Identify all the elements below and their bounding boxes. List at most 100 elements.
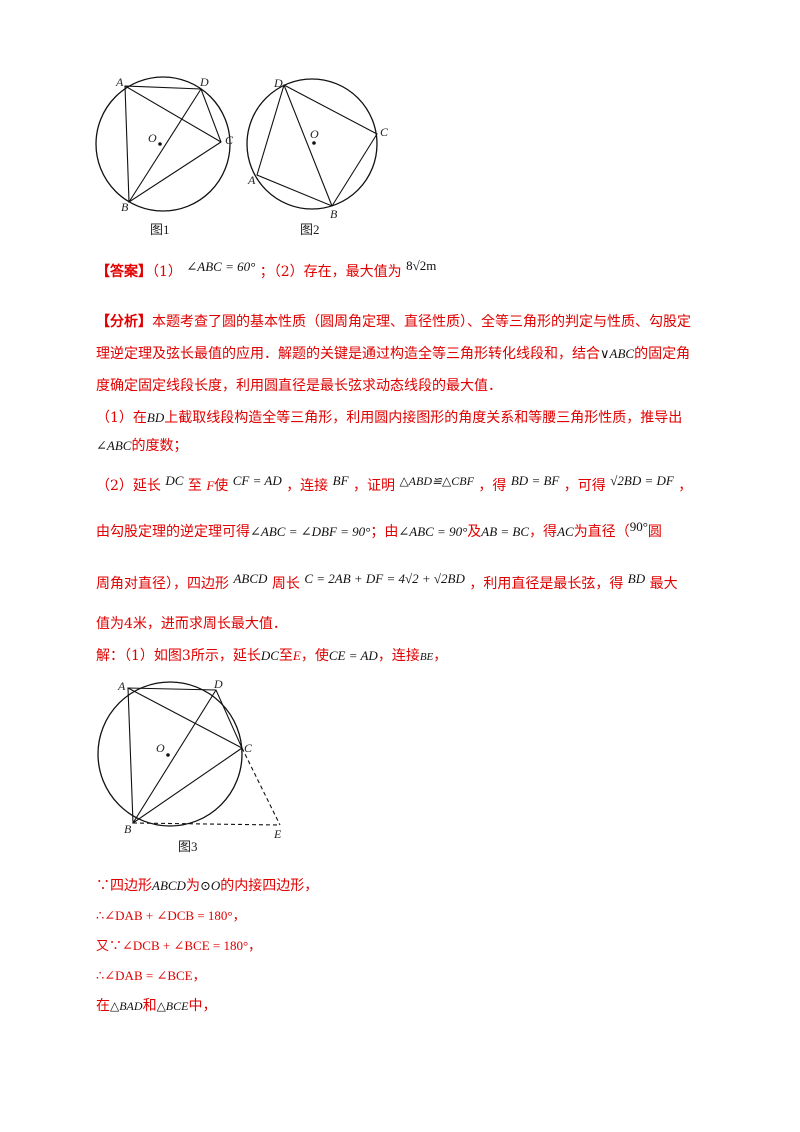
proof-1-circle-o: ⊙O: [199, 878, 221, 893]
fig3-caption: 图3: [178, 839, 198, 854]
step2-math-bd-bf: BD = BF: [510, 473, 560, 488]
step3-text-e: 为直径（: [573, 524, 630, 540]
analysis-step-1-cont: ∠ABC的度数；: [96, 436, 716, 456]
step2-text-c: 使: [214, 478, 229, 494]
solution-math-be: BE: [419, 651, 434, 663]
step3-text-f: 圆: [647, 524, 662, 540]
step2-text-h: ，: [678, 478, 693, 494]
analysis-text-2a: 理逆定理及弦长最值的应用．解题的关键是通过构造全等三角形转化线段和，结合: [96, 346, 600, 362]
step2-text-a: （2）延长: [96, 478, 161, 494]
solution-math-ce: CE = AD: [328, 648, 378, 663]
step1-text-b: 上截取线段构造全等三角形，利用圆内接图形的角度关系和等腰三角形性质，推导出: [164, 410, 683, 426]
analysis-step-2: （2）延长 DC 至 F使 CF = AD ，连接 BF ，证明 △ABD≌△C…: [96, 473, 716, 496]
fig2-label-a: A: [247, 173, 256, 187]
step4-math-perimeter: C = 2AB + DF = 4√2 + √2BD: [304, 571, 465, 586]
fig2-label-d: D: [273, 76, 283, 90]
fig3-label-a: A: [117, 679, 126, 693]
analysis-text-2b: 的固定角: [634, 346, 691, 362]
fig1-caption: 图1: [150, 222, 170, 237]
proof-1-abcd: ABCD: [152, 878, 186, 893]
fig1-label-a: A: [115, 75, 124, 89]
figure-3: A D C B E O 图3: [97, 677, 282, 854]
solution-intro-a: 解：（1）如图3所示，延长: [96, 648, 261, 664]
step4-text-a: 周角对直径），四边形: [96, 576, 229, 592]
step4-text-d: 最大: [649, 576, 678, 592]
step2-math-f: F: [206, 478, 215, 493]
step3-text-a: 由勾股定理的逆定理可得: [96, 524, 250, 540]
step5-text: 值为4米，进而求周长最大值．: [96, 616, 287, 632]
analysis-line-3: 度确定固定线段长度，利用圆直径是最长弦求动态线段的最大值．: [96, 376, 716, 396]
answer-formula-1: ∠ABC = 60°: [186, 259, 256, 274]
fig3-label-c: C: [244, 741, 253, 755]
step2-math-congruence: △ABD≌△CBF: [399, 474, 474, 488]
fig3-label-b: B: [124, 822, 132, 836]
proof-line-4: ∴∠DAB = ∠BCE，: [96, 966, 716, 986]
solution-intro: 解：（1）如图3所示，延长DC至E，使CE = AD，连接BE，: [96, 646, 716, 667]
fig2-label-c: C: [380, 125, 389, 139]
fig2-caption: 图2: [300, 222, 320, 237]
fig1-label-c: C: [225, 133, 234, 147]
proof-5-bad: △BAD: [110, 999, 143, 1013]
proof-line-3: 又∵∠DCB + ∠BCE = 180°，: [96, 936, 716, 956]
step3-math-1: ∠ABC = ∠DBF = 90°: [250, 524, 371, 539]
solution-math-e: E: [292, 648, 301, 663]
proof-5-b: 和: [142, 998, 157, 1014]
proof-1-c: 的内接四边形，: [220, 878, 319, 894]
analysis-math-abc: ∨ABC: [600, 346, 635, 361]
analysis-step-1: （1）在BD上截取线段构造全等三角形，利用圆内接图形的角度关系和等腰三角形性质，…: [96, 408, 716, 428]
step1-math-bd: BD: [146, 410, 165, 425]
step1-text-d: 的度数；: [131, 438, 188, 454]
step2-math-dc: DC: [165, 473, 184, 488]
proof-5-a: 在: [96, 998, 110, 1014]
step2-text-d: ，连接: [286, 478, 329, 494]
step2-math-cf: CF = AD: [232, 473, 282, 488]
analysis-step-4: 周角对直径），四边形 ABCD 周长 C = 2AB + DF = 4√2 + …: [96, 571, 716, 594]
step4-text-b: 周长: [271, 576, 300, 592]
step2-math-df: √2BD = DF: [610, 473, 674, 488]
answer-formula-2: 8√2m: [406, 258, 437, 273]
solution-intro-d: ，连接: [377, 648, 420, 664]
solution-math-dc: DC: [260, 648, 279, 663]
step3-math-3: AB = BC: [481, 524, 530, 539]
step3-text-c: 及: [467, 524, 482, 540]
step3-math-5: 90°: [629, 519, 648, 534]
proof-1-b: 为: [185, 878, 200, 894]
solution-intro-e: ，: [433, 648, 448, 664]
fig3-label-d: D: [213, 677, 223, 691]
figure-2: D C A B O 图2: [246, 76, 389, 237]
solution-intro-b: 至: [278, 648, 293, 664]
proof-line-1: ∵四边形ABCD为⊙O的内接四边形，: [96, 876, 716, 896]
proof-3: 又∵∠DCB + ∠BCE = 180°，: [96, 938, 262, 953]
step3-text-d: ，得: [529, 524, 558, 540]
fig1-label-b: B: [121, 200, 129, 214]
step1-text-a: （1）在: [96, 410, 147, 426]
analysis-text-1: 本题考查了圆的基本性质（圆周角定理、直径性质）、全等三角形的判定与性质、勾股定: [152, 314, 691, 330]
analysis-line-2: 理逆定理及弦长最值的应用．解题的关键是通过构造全等三角形转化线段和，结合∨ABC…: [96, 344, 716, 364]
step4-math-bd: BD: [627, 571, 646, 586]
proof-1-a: ∵四边形: [96, 878, 152, 894]
fig1-label-o: O: [148, 131, 157, 145]
answer-line: 【答案】（1） ∠ABC = 60° ；（2）存在，最大值为 8√2m: [96, 258, 716, 282]
step2-text-b: 至: [187, 478, 202, 494]
analysis-text-3: 度确定固定线段长度，利用圆直径是最长弦求动态线段的最大值．: [96, 378, 502, 394]
fig1-label-d: D: [199, 75, 209, 89]
step3-math-4: AC: [557, 524, 574, 539]
step2-text-f: ，得: [478, 478, 507, 494]
step3-text-b: ；由: [370, 524, 399, 540]
proof-line-5: 在△BAD和△BCE中，: [96, 996, 716, 1016]
proof-line-2: ∴∠DAB + ∠DCB = 180°，: [96, 906, 716, 926]
step2-math-bf: BF: [332, 473, 349, 488]
analysis-step-3: 由勾股定理的逆定理可得∠ABC = ∠DBF = 90°；由∠ABC = 90°…: [96, 519, 716, 542]
step2-text-g: ，可得: [563, 478, 606, 494]
answer-separator: ；（2）存在，最大值为: [259, 264, 402, 280]
analysis-line-1: 【分析】本题考查了圆的基本性质（圆周角定理、直径性质）、全等三角形的判定与性质、…: [96, 312, 716, 332]
step2-text-e: ，证明: [352, 478, 395, 494]
proof-2: ∴∠DAB + ∠DCB = 180°，: [96, 908, 246, 923]
analysis-step-5: 值为4米，进而求周长最大值．: [96, 614, 716, 634]
step3-math-2: ∠ABC = 90°: [398, 524, 468, 539]
proof-5-bce: △BCE: [156, 999, 189, 1013]
solution-intro-c: ，使: [300, 648, 329, 664]
analysis-tag: 【分析】: [96, 314, 152, 330]
fig2-label-b: B: [330, 207, 338, 221]
fig3-label-e: E: [273, 827, 282, 841]
